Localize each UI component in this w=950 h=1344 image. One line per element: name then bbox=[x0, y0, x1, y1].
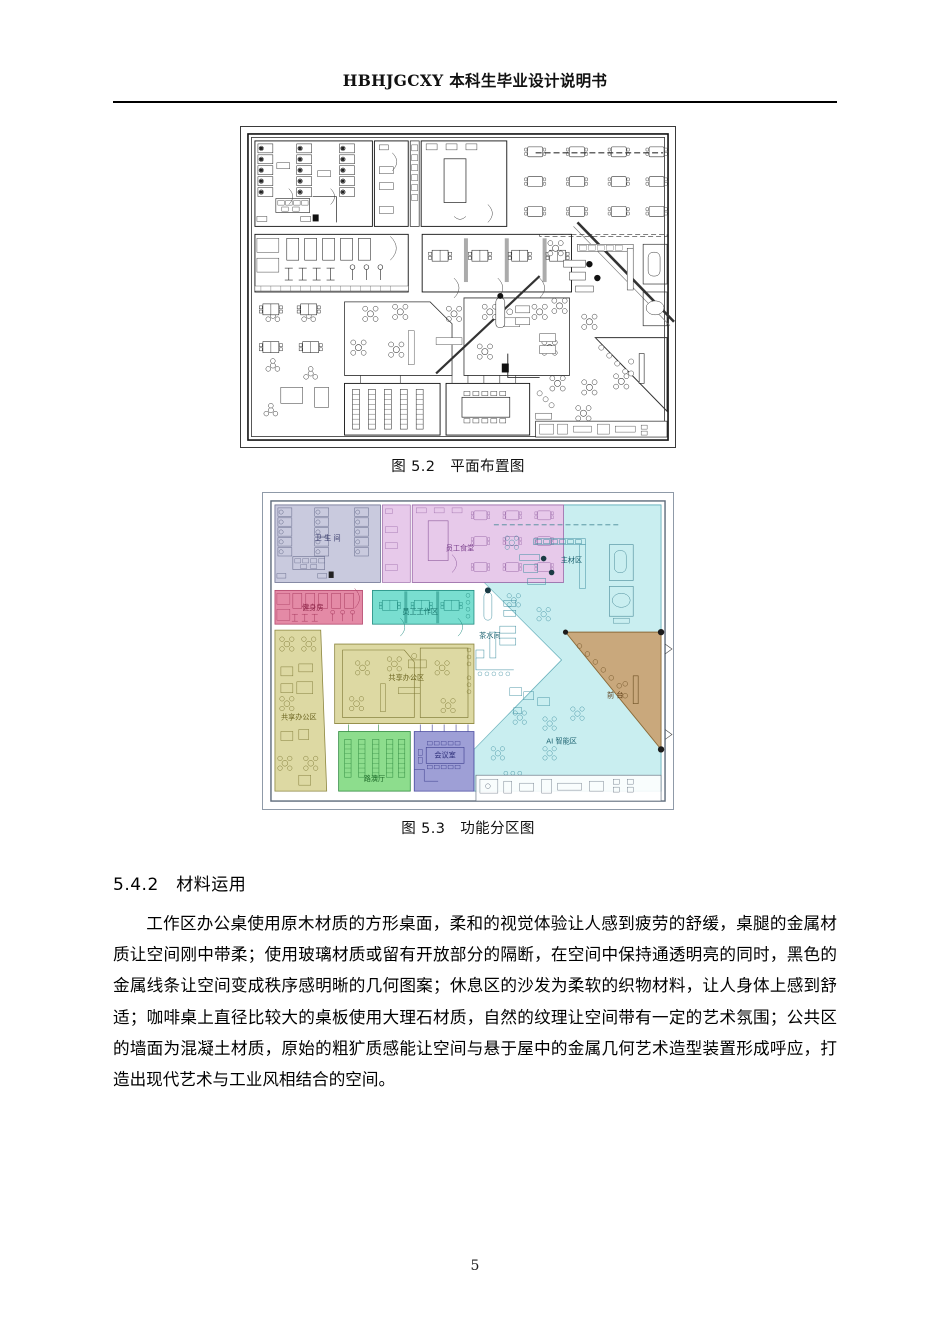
zoning-plan-drawing: 卫 生 间 bbox=[263, 493, 673, 809]
page-number: 5 bbox=[470, 1258, 480, 1274]
zone-fill-reception bbox=[564, 631, 662, 751]
zone-label-main-material: 主材区 bbox=[561, 556, 582, 565]
zone-label-wc: 卫 生 间 bbox=[315, 534, 341, 543]
zone-label-pantry: 茶水间 bbox=[479, 631, 500, 640]
figure-floor-plan: 图 5.2 平面布置图 bbox=[240, 126, 676, 475]
zone-label-canteen: 员工食堂 bbox=[446, 544, 475, 553]
section-heading: 5.4.2 材料运用 bbox=[113, 875, 247, 895]
zone-fill-staff-work bbox=[372, 589, 475, 625]
figure-caption-floor-plan: 图 5.2 平面布置图 bbox=[391, 459, 525, 475]
zone-fill-wc bbox=[274, 504, 381, 583]
figure-zoning-plan: 卫 生 间 bbox=[262, 492, 674, 837]
header-rule bbox=[113, 101, 837, 103]
page-header: HBHJGCXY 本科生毕业设计说明书 bbox=[113, 71, 837, 91]
zone-label-meeting-room: 会议室 bbox=[434, 750, 455, 759]
zone-label-shared-office-left: 共享办公区 bbox=[281, 713, 317, 722]
zone-fill-shared-office-main bbox=[334, 643, 475, 724]
zone-label-shared-office-main: 共享办公区 bbox=[388, 673, 424, 682]
figure-floor-plan-frame bbox=[240, 126, 676, 448]
header-title: HBHJGCXY 本科生毕业设计说明书 bbox=[342, 71, 608, 90]
floor-plan-drawing bbox=[247, 133, 675, 441]
body-paragraph: 工作区办公桌使用原木材质的方形桌面，柔和的视觉体验让人感到疲劳的舒缓，桌腿的金属… bbox=[113, 914, 837, 1090]
zone-fill-shared-office-left bbox=[274, 629, 328, 792]
zone-label-reception: 前 台 bbox=[607, 691, 624, 700]
figure-zoning-plan-frame: 卫 生 间 bbox=[262, 492, 674, 810]
zone-fill-canteen bbox=[411, 504, 564, 583]
zone-fill-meeting-room bbox=[413, 731, 475, 792]
zone-label-ai: AI 智能区 bbox=[546, 736, 577, 745]
zone-label-staff-work: 员工工作区 bbox=[402, 607, 438, 616]
zone-label-gym: 健身房 bbox=[302, 603, 323, 612]
figure-caption-zoning-plan: 图 5.3 功能分区图 bbox=[401, 821, 535, 837]
zone-label-roadshow-hall: 路演厅 bbox=[364, 774, 385, 783]
